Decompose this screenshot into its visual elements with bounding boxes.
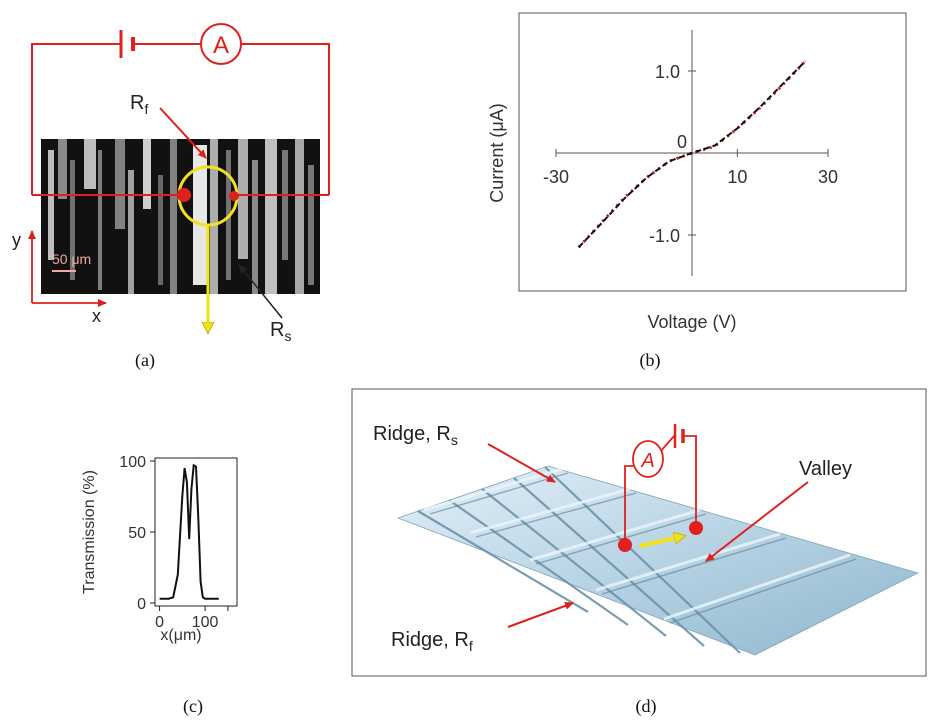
panel-b: -30 10 30 1.0 0 -1.0 Current (μA) Voltage (V)… bbox=[487, 12, 907, 371]
ammeter-symbol-d bbox=[632, 440, 664, 478]
chart-c-xlabel: x(μm) bbox=[160, 627, 201, 644]
panel-d: A Ridge, Rs Valley Ridge, Rf (d) bbox=[351, 388, 927, 717]
chart-c-ylabel: Transmission (%) bbox=[81, 470, 98, 594]
arrow-rs bbox=[238, 264, 283, 319]
axis-x-label: x bbox=[92, 306, 101, 326]
label-rs: Rs bbox=[270, 319, 291, 344]
panel-a: A Rf Rs 50 μm x y (a) bbox=[12, 23, 330, 371]
contact-point-left bbox=[177, 188, 191, 202]
label-ridge-rf: Ridge, Rf bbox=[391, 629, 473, 654]
chart-c-ytick-label: 50 bbox=[128, 525, 146, 542]
micrograph-image bbox=[41, 139, 320, 294]
surface-ridges bbox=[417, 466, 741, 654]
chart-c-xtick-label: 0 bbox=[155, 614, 164, 631]
circuit-wire bbox=[31, 43, 330, 196]
battery-symbol bbox=[119, 30, 135, 58]
chart-b-xtick-label: -30 bbox=[543, 167, 569, 187]
surface-ridge-shadows bbox=[429, 472, 857, 624]
label-ridge-rs: Ridge, Rs bbox=[373, 423, 458, 448]
label-valley: Valley bbox=[799, 458, 852, 480]
ammeter-label: A bbox=[213, 32, 229, 59]
caption-c: (c) bbox=[183, 696, 203, 717]
chart-c-series bbox=[159, 463, 219, 600]
chart-c-ytick-label: 0 bbox=[137, 596, 146, 613]
arrow-rf bbox=[159, 107, 207, 159]
yellow-arrow-d bbox=[639, 536, 684, 548]
arrow-ridge-rf bbox=[507, 602, 574, 628]
caption-d: (d) bbox=[636, 696, 657, 717]
axis-y-label: y bbox=[12, 230, 21, 250]
ammeter-symbol bbox=[200, 23, 242, 65]
contact-point-right bbox=[229, 191, 239, 201]
arrow-ridge-rs bbox=[487, 443, 556, 483]
contact-point-d-left bbox=[618, 538, 632, 552]
ammeter-label-d: A bbox=[640, 450, 654, 472]
chart-b-ylabel: Current (μA) bbox=[487, 103, 507, 202]
caption-b: (b) bbox=[640, 350, 661, 371]
caption-a: (a) bbox=[135, 350, 155, 371]
chart-b-xtick-label: 10 bbox=[727, 167, 747, 187]
chart-b-series-2 bbox=[577, 60, 807, 248]
chart-b-frame bbox=[518, 12, 907, 292]
chart-c-xtick-label: 100 bbox=[192, 614, 219, 631]
chart-c-ytick-label: 100 bbox=[119, 454, 146, 471]
chart-b-ytick-label: 0 bbox=[677, 132, 687, 152]
arrow-valley bbox=[705, 481, 809, 562]
chart-b-ytick-label: -1.0 bbox=[649, 226, 680, 246]
chart-b-xlabel: Voltage (V) bbox=[647, 312, 736, 332]
battery-symbol-d bbox=[673, 424, 685, 448]
scale-bar-label: 50 μm bbox=[52, 251, 91, 267]
label-rf: Rf bbox=[130, 92, 148, 117]
corrugated-surface bbox=[396, 465, 920, 656]
chart-b-ytick-label: 1.0 bbox=[655, 62, 680, 82]
contact-point-d-right bbox=[689, 521, 703, 535]
surface-cross-ridges bbox=[423, 467, 851, 621]
panel-c: 0 100 0 50 100 Transmission (%) x(μm) (c) bbox=[81, 454, 238, 717]
chart-b-xtick-label: 30 bbox=[818, 167, 838, 187]
